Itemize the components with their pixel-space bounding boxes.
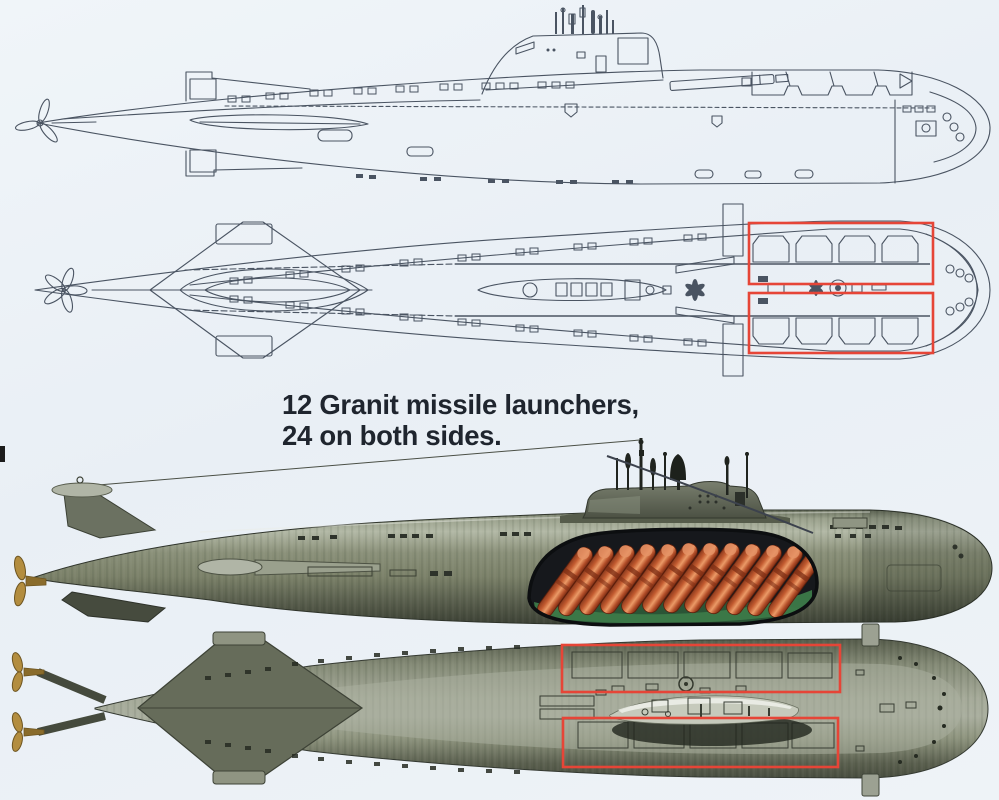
stern-pod xyxy=(51,482,113,498)
missile-hatch-band-side xyxy=(741,71,913,96)
color-sail xyxy=(560,481,790,523)
plan-color-sail xyxy=(609,695,812,746)
plan-capstan xyxy=(685,279,705,301)
plan-foreplanes xyxy=(662,203,785,377)
stern-propeller xyxy=(14,98,97,143)
bow-plane-lower xyxy=(861,773,880,797)
plan-limber-holes xyxy=(229,233,707,347)
color-stern-fins xyxy=(51,476,167,623)
hull-outline xyxy=(37,69,991,185)
color-deck-details xyxy=(298,517,964,592)
scan-artifact xyxy=(0,446,5,462)
top-plan-color-illustration xyxy=(11,623,989,797)
missile-hatch-row-upper xyxy=(752,235,919,263)
annotation-line-1: 12 Granit missile launchers, xyxy=(282,389,639,420)
plan-bow-details xyxy=(945,264,974,316)
annotation-line-2: 24 on both sides. xyxy=(282,419,502,451)
plan-color-limber-holes xyxy=(205,645,520,774)
periscope-masts xyxy=(555,5,614,34)
missile-bay-cutaway xyxy=(527,527,819,627)
color-propeller xyxy=(14,555,47,607)
missile-bay-highlight-box-plan-lower xyxy=(747,291,935,355)
sail-line-drawing xyxy=(481,32,664,95)
stern-fins xyxy=(185,71,434,177)
bow-details xyxy=(894,91,977,184)
waterline-dashed xyxy=(224,105,936,109)
top-plan-line-drawing xyxy=(34,203,991,377)
plan-color-tail-fins xyxy=(137,631,364,785)
plan-tail-fins xyxy=(149,221,369,359)
missile-bay-highlight-box-plan-upper xyxy=(747,221,935,286)
plan-hull-outline xyxy=(34,220,991,360)
side-profile-color-illustration xyxy=(14,438,993,627)
limber-holes-upper xyxy=(227,81,575,103)
limber-holes-lower xyxy=(356,103,814,184)
antenna-wire xyxy=(85,439,641,487)
bow-plane-upper xyxy=(861,623,880,647)
missile-bay-highlight-box-color-lower xyxy=(561,716,840,769)
missile-launcher-annotation: 12 Granit missile launchers, 24 on both … xyxy=(282,389,639,452)
plan-sail-outline xyxy=(477,278,667,302)
foredeck-tube xyxy=(669,73,789,92)
cutaway-rim xyxy=(527,527,819,627)
side-profile-line-drawing xyxy=(14,5,991,185)
missile-hatch-row-lower xyxy=(752,317,919,345)
plan-color-propellers xyxy=(11,652,107,752)
missile-bay-highlight-box-color-upper xyxy=(560,643,842,694)
plan-propeller xyxy=(44,267,88,313)
